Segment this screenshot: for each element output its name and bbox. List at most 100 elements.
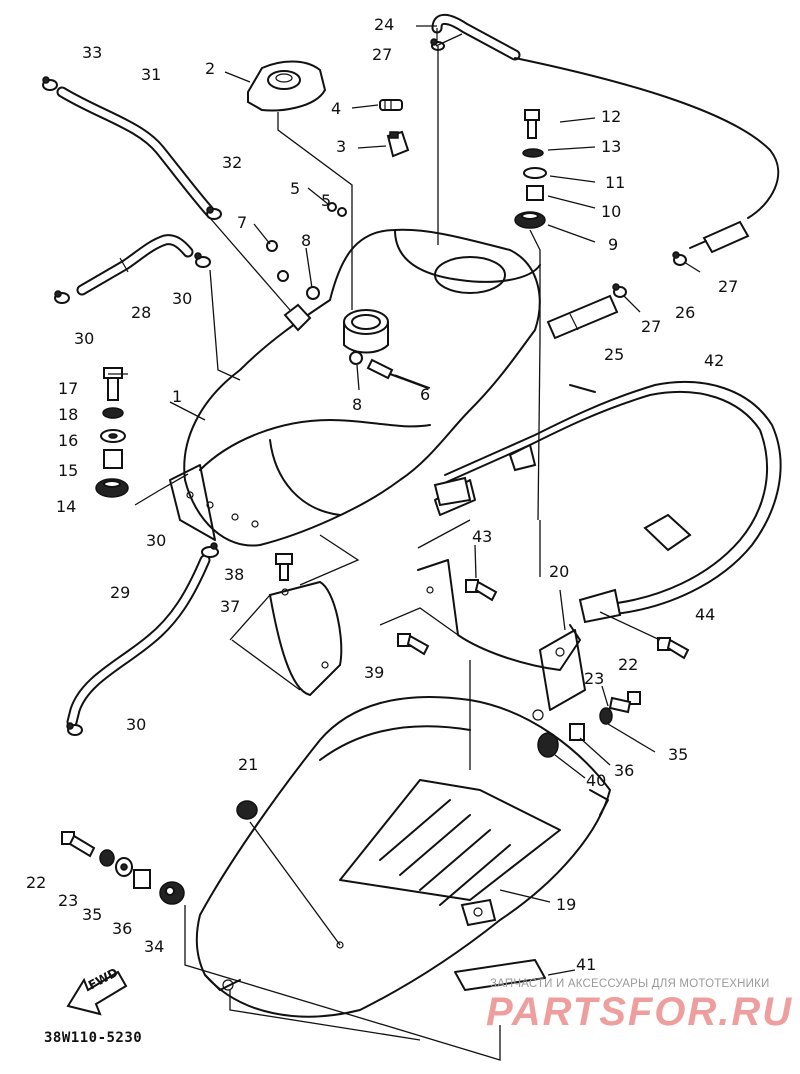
- callout-28: 28: [131, 303, 151, 322]
- clamp-33: [42, 76, 58, 91]
- callout-22-b: 22: [26, 873, 46, 892]
- washer-7: [266, 240, 289, 282]
- grommet-40: [537, 732, 559, 758]
- washer-18: [102, 407, 124, 419]
- skid-plate-19: [195, 695, 611, 1018]
- callout-13: 13: [601, 137, 621, 156]
- callout-4: 4: [331, 99, 341, 118]
- callout-27-c: 27: [641, 317, 661, 336]
- collar-10: [526, 185, 544, 201]
- callout-31: 31: [141, 65, 161, 84]
- callout-14: 14: [56, 497, 76, 516]
- callout-23-a: 23: [584, 669, 604, 688]
- hose-25: [546, 294, 619, 340]
- callout-30-d: 30: [126, 715, 146, 734]
- collar-36-left: [133, 869, 151, 889]
- callout-21: 21: [238, 755, 258, 774]
- clamp-30-c: [201, 542, 219, 558]
- bolt-39: [397, 633, 430, 656]
- callout-22-a: 22: [618, 655, 638, 674]
- callout-30-c: 30: [146, 531, 166, 550]
- callout-8-a: 8: [301, 231, 311, 250]
- callout-23-b: 23: [58, 891, 78, 910]
- callout-29: 29: [110, 583, 130, 602]
- bolt-22-left: [61, 831, 96, 858]
- bolt-12: [524, 109, 540, 139]
- bolt-17: [103, 367, 123, 401]
- hose-29: [66, 554, 211, 728]
- callout-41: 41: [576, 955, 596, 974]
- callout-27-a: 27: [372, 45, 392, 64]
- forward-arrow-icon: [66, 970, 128, 1016]
- callout-30-b: 30: [74, 329, 94, 348]
- bracket-3: [386, 130, 410, 158]
- callout-8-b: 8: [352, 395, 362, 414]
- callout-5-a: 5: [290, 179, 300, 198]
- washer-35-left: [115, 857, 133, 877]
- callout-35-a: 35: [668, 745, 688, 764]
- grommet-14: [95, 478, 129, 498]
- callout-26: 26: [675, 303, 695, 322]
- callout-6: 6: [420, 385, 430, 404]
- clamp-30-d: [66, 722, 83, 736]
- callout-10: 10: [601, 202, 621, 221]
- clamp-30-b: [54, 290, 70, 304]
- callout-33: 33: [82, 43, 102, 62]
- bolt-22-right: [608, 691, 641, 714]
- filler-cap-2: [247, 60, 327, 112]
- hose-fitting-right: [689, 220, 750, 254]
- filler-neck: [343, 309, 389, 354]
- tank-stay-42: [433, 381, 782, 624]
- clamp-32: [206, 206, 222, 220]
- callout-37: 37: [220, 597, 240, 616]
- callout-17: 17: [58, 379, 78, 398]
- callout-labels: 1 2 3 4 5 5 6 7 8 8 9 10 11 12 13 14 15 …: [26, 15, 738, 974]
- callout-38: 38: [224, 565, 244, 584]
- collar-8: [306, 286, 363, 365]
- callout-34: 34: [144, 937, 164, 956]
- collar-35-right: [569, 723, 585, 741]
- part-code-label: 38W110-5230: [44, 1030, 143, 1046]
- grommet-34: [159, 881, 185, 905]
- callout-36-a: 36: [614, 761, 634, 780]
- callout-11: 11: [605, 173, 625, 192]
- callout-25: 25: [604, 345, 624, 364]
- callout-20: 20: [549, 562, 569, 581]
- clamp-27-right: [672, 251, 687, 266]
- callout-16: 16: [58, 431, 78, 450]
- bolt-38: [275, 553, 293, 581]
- fuel-tank-1: [169, 228, 541, 547]
- washer-11: [523, 167, 547, 179]
- bracket-37: [268, 580, 343, 697]
- clamp-27-mid: [612, 283, 627, 298]
- collar-15: [103, 449, 123, 469]
- callout-32: 32: [222, 153, 242, 172]
- callout-12: 12: [601, 107, 621, 126]
- washer-13: [522, 148, 544, 158]
- callout-1: 1: [172, 387, 182, 406]
- watermark-caption: ЗАПЧАСТИ И АКСЕССУАРЫ ДЛЯ МОТОТЕХНИКИ: [490, 978, 770, 990]
- hose-24: [431, 13, 521, 61]
- callout-2: 2: [205, 59, 215, 78]
- washer-23-left: [99, 849, 115, 867]
- callout-9: 9: [608, 235, 618, 254]
- callout-15: 15: [58, 461, 78, 480]
- callout-44: 44: [695, 605, 715, 624]
- breather-line: [514, 57, 780, 219]
- fuel-cock-fitting: [283, 303, 312, 332]
- screw-5: [327, 202, 347, 217]
- plug-21: [236, 800, 258, 820]
- bolt-6: [366, 358, 429, 389]
- callout-5-b: 5: [321, 191, 331, 210]
- washer-16: [100, 429, 126, 443]
- callout-18: 18: [58, 405, 78, 424]
- hose-28: [76, 234, 194, 296]
- callout-27-b: 27: [718, 277, 738, 296]
- cover-41: [454, 959, 546, 991]
- callout-42: 42: [704, 351, 724, 370]
- leader-lines: [108, 25, 701, 1061]
- bolt-43: [465, 579, 498, 602]
- grommet-9: [514, 211, 546, 229]
- callout-30-a: 30: [172, 289, 192, 308]
